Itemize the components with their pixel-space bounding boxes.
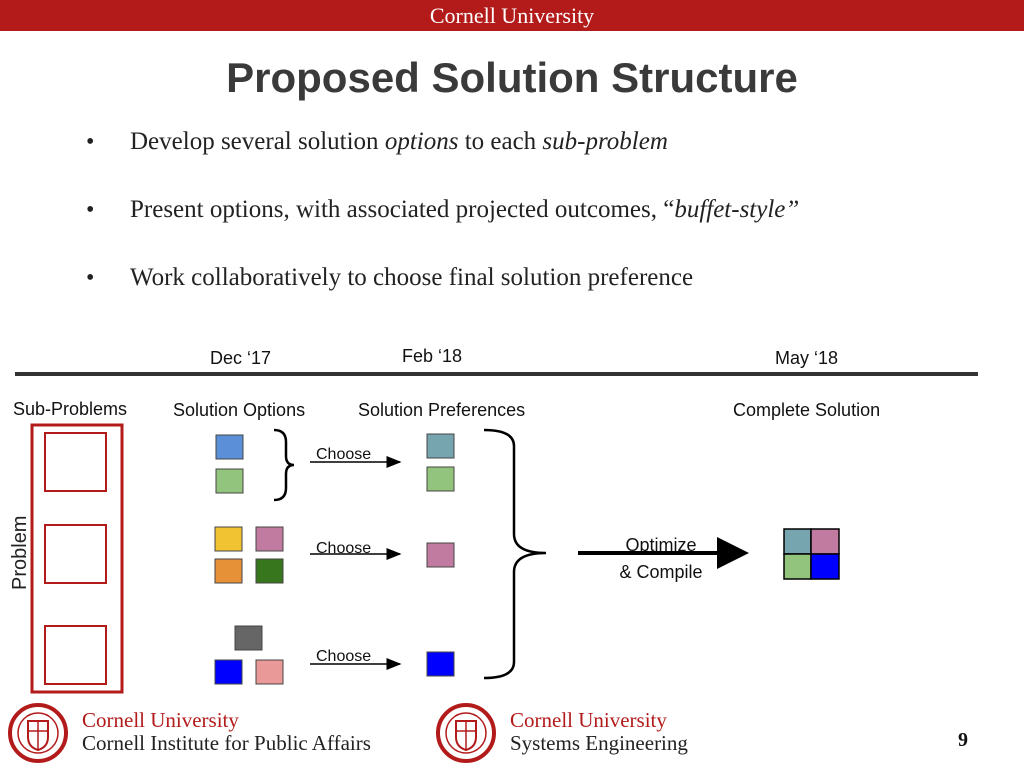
bullet-1-em-options: options bbox=[384, 128, 459, 155]
bullet-2-em-buffet: buffet-style” bbox=[674, 196, 800, 223]
timeline-feb: Feb ‘18 bbox=[402, 346, 463, 366]
header-solution-preferences: Solution Preferences bbox=[358, 400, 526, 420]
complete-square-teal bbox=[783, 528, 812, 555]
bullet-1-text-a: Develop several solution bbox=[130, 128, 385, 155]
bullet-3: Work collaboratively to choose final sol… bbox=[130, 264, 694, 291]
page-number: 9 bbox=[958, 729, 968, 751]
bullet-marker: • bbox=[86, 197, 95, 223]
complete-square-pink bbox=[810, 528, 840, 555]
choose-label-3: Choose bbox=[316, 648, 372, 665]
choose-label-2: Choose bbox=[316, 540, 372, 557]
header-complete-solution: Complete Solution bbox=[733, 400, 881, 420]
preference-square-teal bbox=[426, 433, 455, 459]
bullet-2: Present options, with associated project… bbox=[130, 195, 799, 225]
bullet-1-em-subproblem: sub-problem bbox=[542, 128, 668, 155]
bullet-1-text-b: to each bbox=[458, 128, 543, 155]
option-square-gray bbox=[234, 625, 263, 651]
preference-square-green bbox=[426, 466, 455, 492]
complete-square-brightblue bbox=[810, 553, 840, 580]
footer-right-line2: Systems Engineering bbox=[510, 731, 688, 755]
option-square-pink bbox=[255, 526, 284, 552]
option-square-darkgreen bbox=[255, 558, 284, 584]
cornell-seal-icon-right bbox=[436, 703, 496, 763]
option-square-blue bbox=[215, 434, 244, 460]
option-square-brightblue bbox=[214, 659, 243, 685]
complete-square-green bbox=[783, 553, 812, 580]
bullet-2-text: Present options, with associated project… bbox=[130, 196, 675, 223]
optimize-label: Optimize bbox=[625, 535, 697, 555]
option-square-orange bbox=[214, 558, 243, 584]
preference-square-pink bbox=[426, 542, 455, 568]
header-bar bbox=[0, 0, 1024, 31]
header-title: Cornell University bbox=[429, 3, 595, 28]
timeline-dec: Dec ‘17 bbox=[210, 348, 272, 368]
brace-group-1 bbox=[273, 428, 295, 502]
option-square-salmon bbox=[255, 659, 284, 685]
preference-square-brightblue bbox=[426, 651, 455, 677]
sub-problem-box-2 bbox=[44, 524, 107, 584]
header-sub-problems: Sub-Problems bbox=[13, 399, 128, 419]
option-square-yellow bbox=[214, 526, 243, 552]
footer-left-line1: Cornell University bbox=[82, 708, 239, 732]
bullet-marker: • bbox=[86, 265, 95, 291]
brace-preferences bbox=[483, 428, 547, 680]
cornell-seal-icon-left bbox=[8, 703, 68, 763]
slide-title: Proposed Solution Structure bbox=[226, 54, 798, 101]
sub-problems-frame bbox=[30, 423, 124, 694]
footer-left-line2: Cornell Institute for Public Affairs bbox=[82, 731, 371, 755]
compile-label: & Compile bbox=[619, 562, 703, 582]
header-solution-options: Solution Options bbox=[173, 400, 306, 420]
choose-label-1: Choose bbox=[316, 446, 372, 463]
bullet-marker: • bbox=[86, 129, 95, 155]
solution-structure-diagram bbox=[15, 372, 978, 694]
sub-problem-box-1 bbox=[44, 432, 107, 492]
option-square-green bbox=[215, 468, 244, 494]
sub-problem-box-3 bbox=[44, 625, 107, 685]
bullet-1: Develop several solution options to each… bbox=[130, 127, 668, 157]
footer-right-line1: Cornell University bbox=[510, 708, 667, 732]
timeline-may: May ‘18 bbox=[775, 348, 839, 368]
